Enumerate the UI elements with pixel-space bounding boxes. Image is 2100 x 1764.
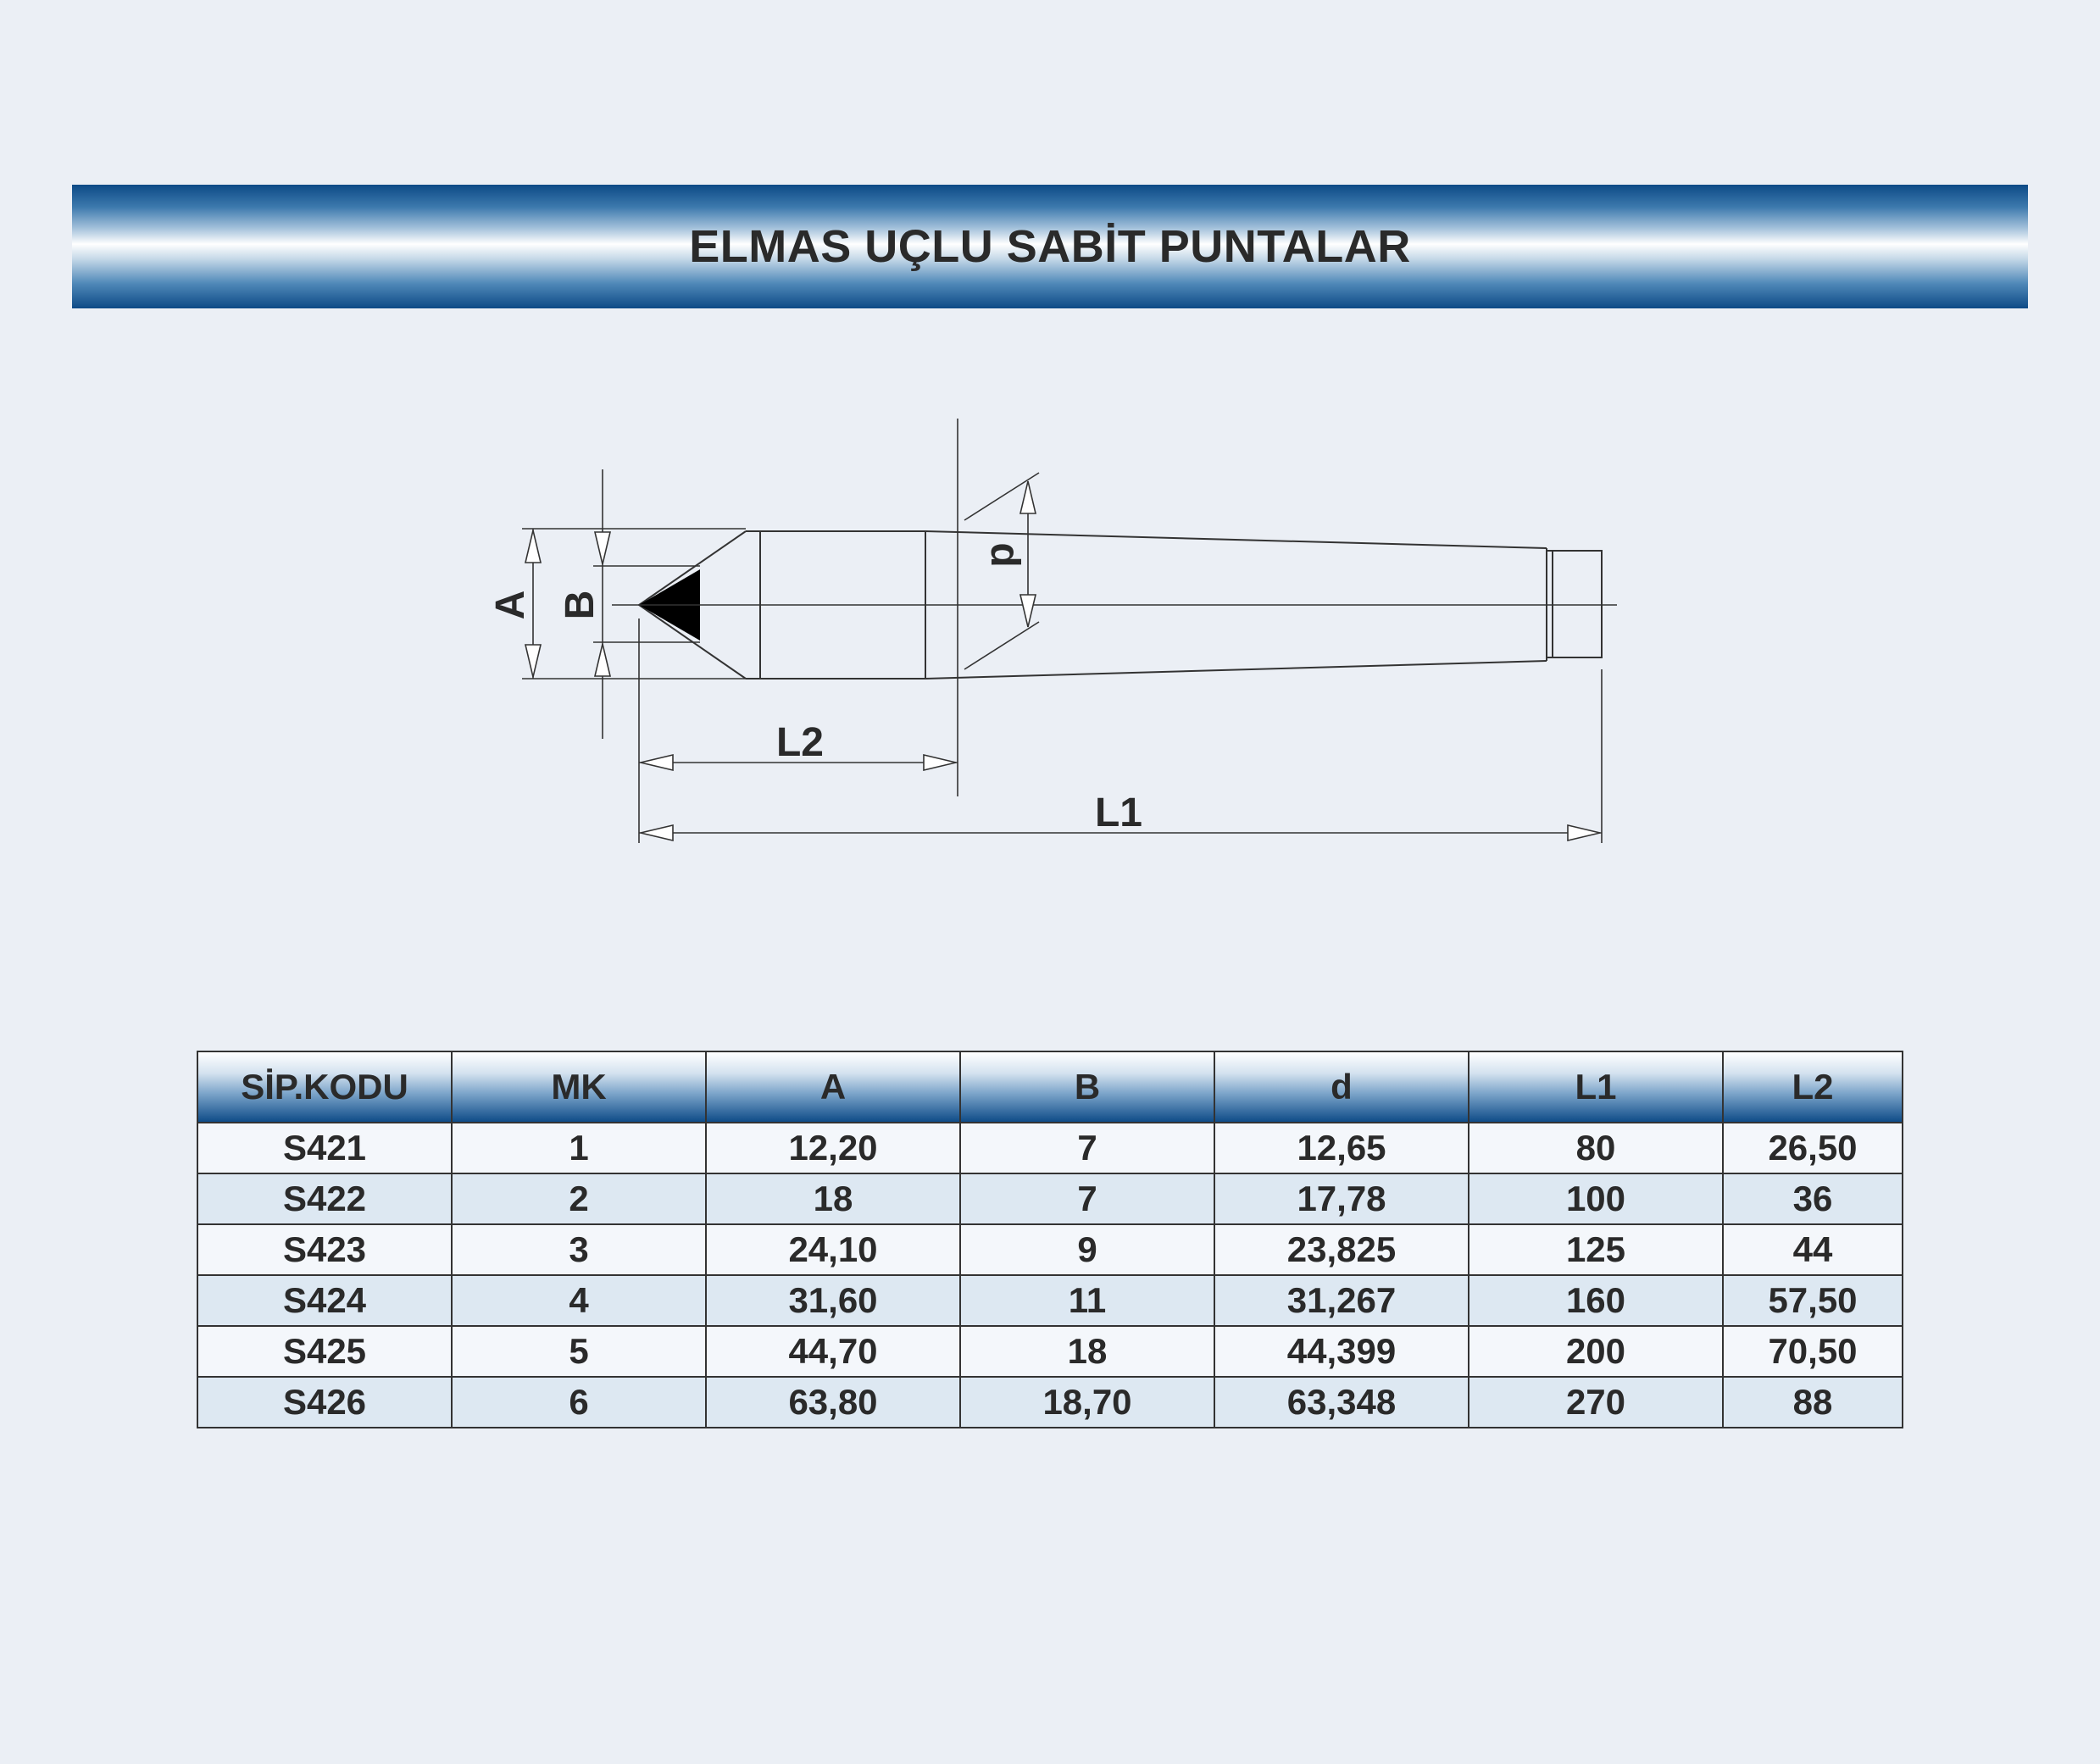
cell-d: 44,399	[1214, 1325, 1469, 1378]
cell-b: 11	[959, 1274, 1215, 1327]
cell-sip-kodu: S424	[197, 1274, 453, 1327]
cell-mk: 5	[451, 1325, 707, 1378]
cell-mk: 3	[451, 1223, 707, 1276]
cell-sip-kodu: S425	[197, 1325, 453, 1378]
cell-l1: 270	[1468, 1376, 1724, 1428]
cell-a: 12,20	[705, 1122, 961, 1174]
cell-mk: 4	[451, 1274, 707, 1327]
table-row: S426 6 63,80 18,70 63,348 270 88	[197, 1376, 1903, 1428]
cell-b: 18	[959, 1325, 1215, 1378]
cell-a: 63,80	[705, 1376, 961, 1428]
cell-mk: 1	[451, 1122, 707, 1174]
technical-drawing: A B d L2 L1	[488, 419, 1617, 843]
header-sip-kodu: SİP.KODU	[197, 1051, 453, 1123]
cell-l2: 36	[1722, 1173, 1903, 1225]
header-a: A	[705, 1051, 961, 1123]
dimension-lines	[522, 419, 1617, 843]
cell-l1: 160	[1468, 1274, 1724, 1327]
header-l2: L2	[1722, 1051, 1903, 1123]
table-row: S425 5 44,70 18 44,399 200 70,50	[197, 1325, 1903, 1378]
label-b: B	[558, 591, 603, 620]
cell-d: 63,348	[1214, 1376, 1469, 1428]
label-l1: L1	[1095, 790, 1142, 835]
header-d: d	[1214, 1051, 1469, 1123]
table-row: S422 2 18 7 17,78 100 36	[197, 1173, 1903, 1225]
cell-b: 7	[959, 1122, 1215, 1174]
table-header-row: SİP.KODU MK A B d L1 L2	[197, 1051, 1903, 1123]
cell-a: 18	[705, 1173, 961, 1225]
cell-sip-kodu: S423	[197, 1223, 453, 1276]
cell-sip-kodu: S422	[197, 1173, 453, 1225]
cell-d: 17,78	[1214, 1173, 1469, 1225]
header-mk: MK	[451, 1051, 707, 1123]
cell-b: 18,70	[959, 1376, 1215, 1428]
cell-b: 9	[959, 1223, 1215, 1276]
header-b: B	[959, 1051, 1215, 1123]
cell-d: 23,825	[1214, 1223, 1469, 1276]
cell-l2: 88	[1722, 1376, 1903, 1428]
cell-d: 12,65	[1214, 1122, 1469, 1174]
cell-l1: 80	[1468, 1122, 1724, 1174]
label-d: d	[982, 542, 1027, 567]
dimension-arrows	[524, 480, 1601, 842]
cell-d: 31,267	[1214, 1274, 1469, 1327]
page-title: ELMAS UÇLU SABİT PUNTALAR	[689, 221, 1411, 272]
cell-mk: 6	[451, 1376, 707, 1428]
cell-l1: 200	[1468, 1325, 1724, 1378]
cell-l2: 57,50	[1722, 1274, 1903, 1327]
title-banner: ELMAS UÇLU SABİT PUNTALAR	[72, 185, 2028, 308]
cell-sip-kodu: S421	[197, 1122, 453, 1174]
cell-l1: 125	[1468, 1223, 1724, 1276]
cell-mk: 2	[451, 1173, 707, 1225]
label-l2: L2	[776, 720, 824, 765]
cell-a: 44,70	[705, 1325, 961, 1378]
cell-l2: 70,50	[1722, 1325, 1903, 1378]
cell-l2: 26,50	[1722, 1122, 1903, 1174]
label-a: A	[488, 591, 533, 620]
cell-l2: 44	[1722, 1223, 1903, 1276]
table-row: S424 4 31,60 11 31,267 160 57,50	[197, 1274, 1903, 1327]
table-row: S421 1 12,20 7 12,65 80 26,50	[197, 1122, 1903, 1174]
cell-a: 24,10	[705, 1223, 961, 1276]
table-row: S423 3 24,10 9 23,825 125 44	[197, 1223, 1903, 1276]
cell-sip-kodu: S426	[197, 1376, 453, 1428]
cell-a: 31,60	[705, 1274, 961, 1327]
header-l1: L1	[1468, 1051, 1724, 1123]
cell-b: 7	[959, 1173, 1215, 1225]
specification-table: SİP.KODU MK A B d L1 L2 S421 1 12,20 7 1…	[197, 1051, 1903, 1428]
cell-l1: 100	[1468, 1173, 1724, 1225]
